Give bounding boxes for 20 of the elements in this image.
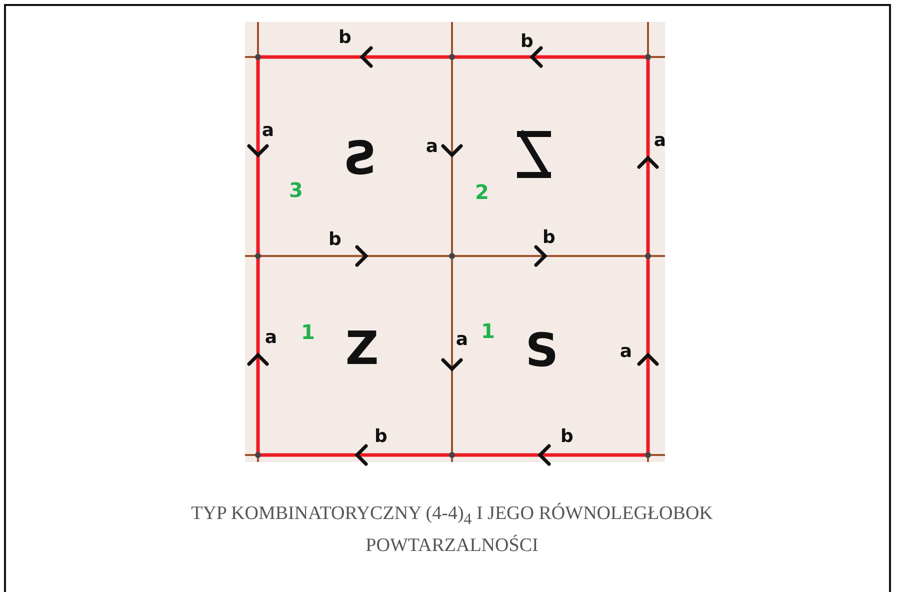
side-letter: a bbox=[264, 329, 278, 347]
side-letter: b bbox=[374, 428, 388, 446]
side-letter: b bbox=[328, 231, 342, 249]
side-letter: b bbox=[520, 33, 534, 51]
side-letter: a bbox=[654, 132, 666, 150]
side-letter: b bbox=[560, 428, 574, 446]
side-letter: b bbox=[542, 229, 556, 247]
side-letter: a bbox=[456, 331, 468, 349]
motif-letter: Z bbox=[345, 325, 379, 371]
motif-letter: Ƨ bbox=[345, 135, 379, 181]
region-number: 2 bbox=[475, 182, 489, 202]
region-number: 1 bbox=[481, 321, 495, 341]
caption: TYP KOMBINATORYCZNY (4-4)$_{4}$ I JEGO RÓWNOLEGŁOBOK POWTARZALNOŚCI bbox=[190, 502, 714, 558]
side-letter: a bbox=[262, 122, 274, 140]
side-letter: a bbox=[426, 138, 438, 156]
side-letter: a bbox=[620, 343, 632, 361]
side-letter: b bbox=[338, 29, 352, 47]
region-number: 1 bbox=[301, 322, 315, 342]
motif-letter: S bbox=[525, 327, 559, 373]
region-number: 3 bbox=[289, 180, 303, 200]
